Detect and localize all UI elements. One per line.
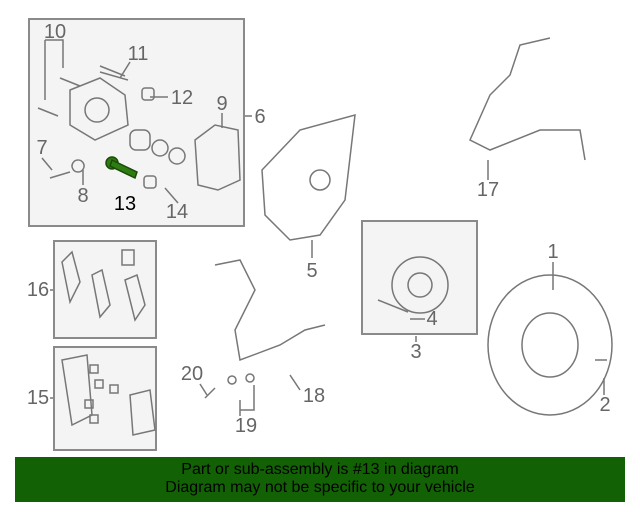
part-label-12: 12 [170,87,194,109]
info-banner: Part or sub-assembly is #13 in diagram D… [15,457,625,502]
part-label-11: 11 [127,43,149,65]
part-label-20: 20 [180,363,204,385]
part-label-13-highlighted[interactable]: 13 [113,193,137,215]
part-label-8: 8 [77,185,89,207]
part-label-2: 2 [599,394,611,416]
part-label-6: 6 [254,106,266,128]
dust-shield [261,113,356,241]
highlighted-bolt-13 [105,156,138,180]
part-label-9: 9 [216,93,228,115]
part-label-1: 1 [547,241,559,263]
part-label-19: 19 [234,415,258,437]
hub-assembly-box [361,220,478,335]
part-label-4: 4 [426,308,438,330]
pad-kit-box-16 [53,240,157,339]
caliper-bracket [194,124,241,191]
banner-line-2: Diagram may not be specific to your vehi… [165,479,475,496]
caliper-assembly-box [28,18,245,227]
part-label-15: 15 [26,387,50,409]
part-label-7: 7 [36,137,48,159]
banner-line-1: Part or sub-assembly is #13 in diagram [181,461,459,478]
caliper-body [69,77,129,141]
abs-sensor-wire-17 [469,37,586,161]
part-label-10: 10 [43,21,67,43]
abs-sensor-18 [214,259,326,362]
part-label-5: 5 [306,260,318,282]
part-label-14: 14 [165,201,189,223]
hub-bearing [391,256,449,314]
part-label-3: 3 [410,341,422,363]
part-label-17: 17 [476,179,500,201]
brake-rotor [487,274,613,416]
part-label-16: 16 [26,279,50,301]
part-label-18: 18 [302,385,326,407]
